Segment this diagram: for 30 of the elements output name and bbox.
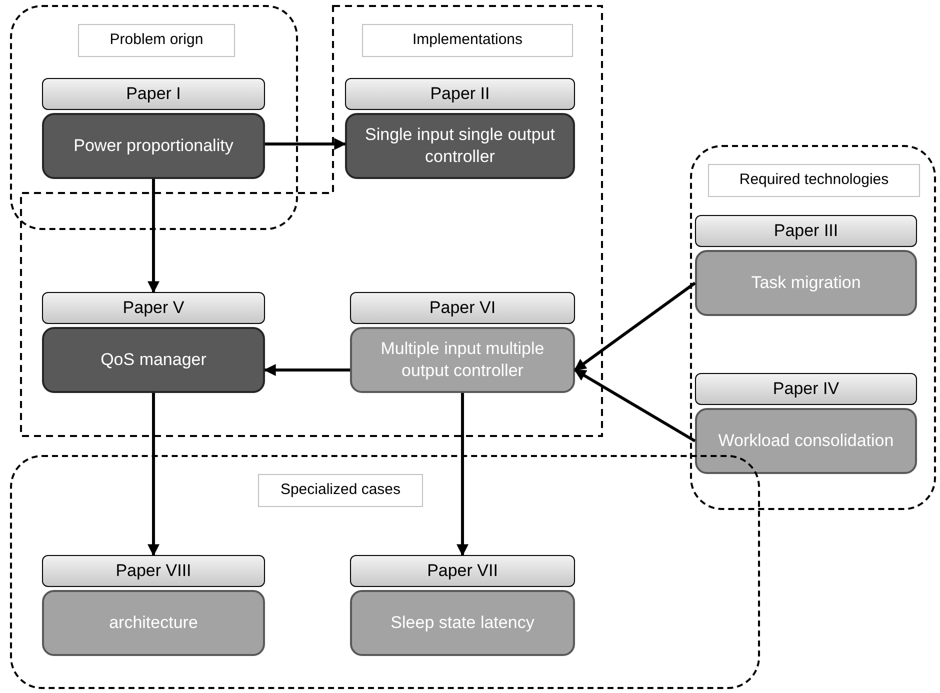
arrow (148, 393, 160, 556)
paper-header: Paper V (42, 292, 265, 324)
dashed-group (10, 455, 760, 689)
dashed-group (690, 145, 936, 510)
paper-header: Paper VIII (42, 555, 265, 587)
paper-header: Paper III (695, 215, 917, 247)
arrow (265, 138, 346, 150)
arrow (456, 393, 468, 556)
dashed-group (10, 5, 298, 230)
group-heading: Required technologies (708, 164, 920, 197)
arrow (264, 364, 350, 376)
paper-box: Single input single output controller (345, 113, 575, 179)
arrow (574, 282, 696, 372)
group-heading: Problem orign (78, 24, 235, 57)
paper-box: Workload consolidation (695, 408, 917, 474)
paper-box: architecture (42, 590, 265, 656)
paper-box: QoS manager (42, 327, 265, 393)
paper-header: Paper I (42, 78, 265, 110)
paper-header: Paper II (345, 78, 575, 110)
arrow (574, 368, 696, 442)
group-heading: Specialized cases (258, 474, 423, 507)
paper-box: Sleep state latency (350, 590, 575, 656)
paper-header: Paper IV (695, 373, 917, 405)
paper-box: Multiple input multiple output controller (350, 327, 575, 393)
group-heading: Implementations (362, 24, 573, 57)
paper-box: Task migration (695, 250, 917, 316)
paper-header: Paper VI (350, 292, 575, 324)
paper-box: Power proportionality (42, 113, 265, 179)
paper-header: Paper VII (350, 555, 575, 587)
arrow (148, 179, 160, 294)
